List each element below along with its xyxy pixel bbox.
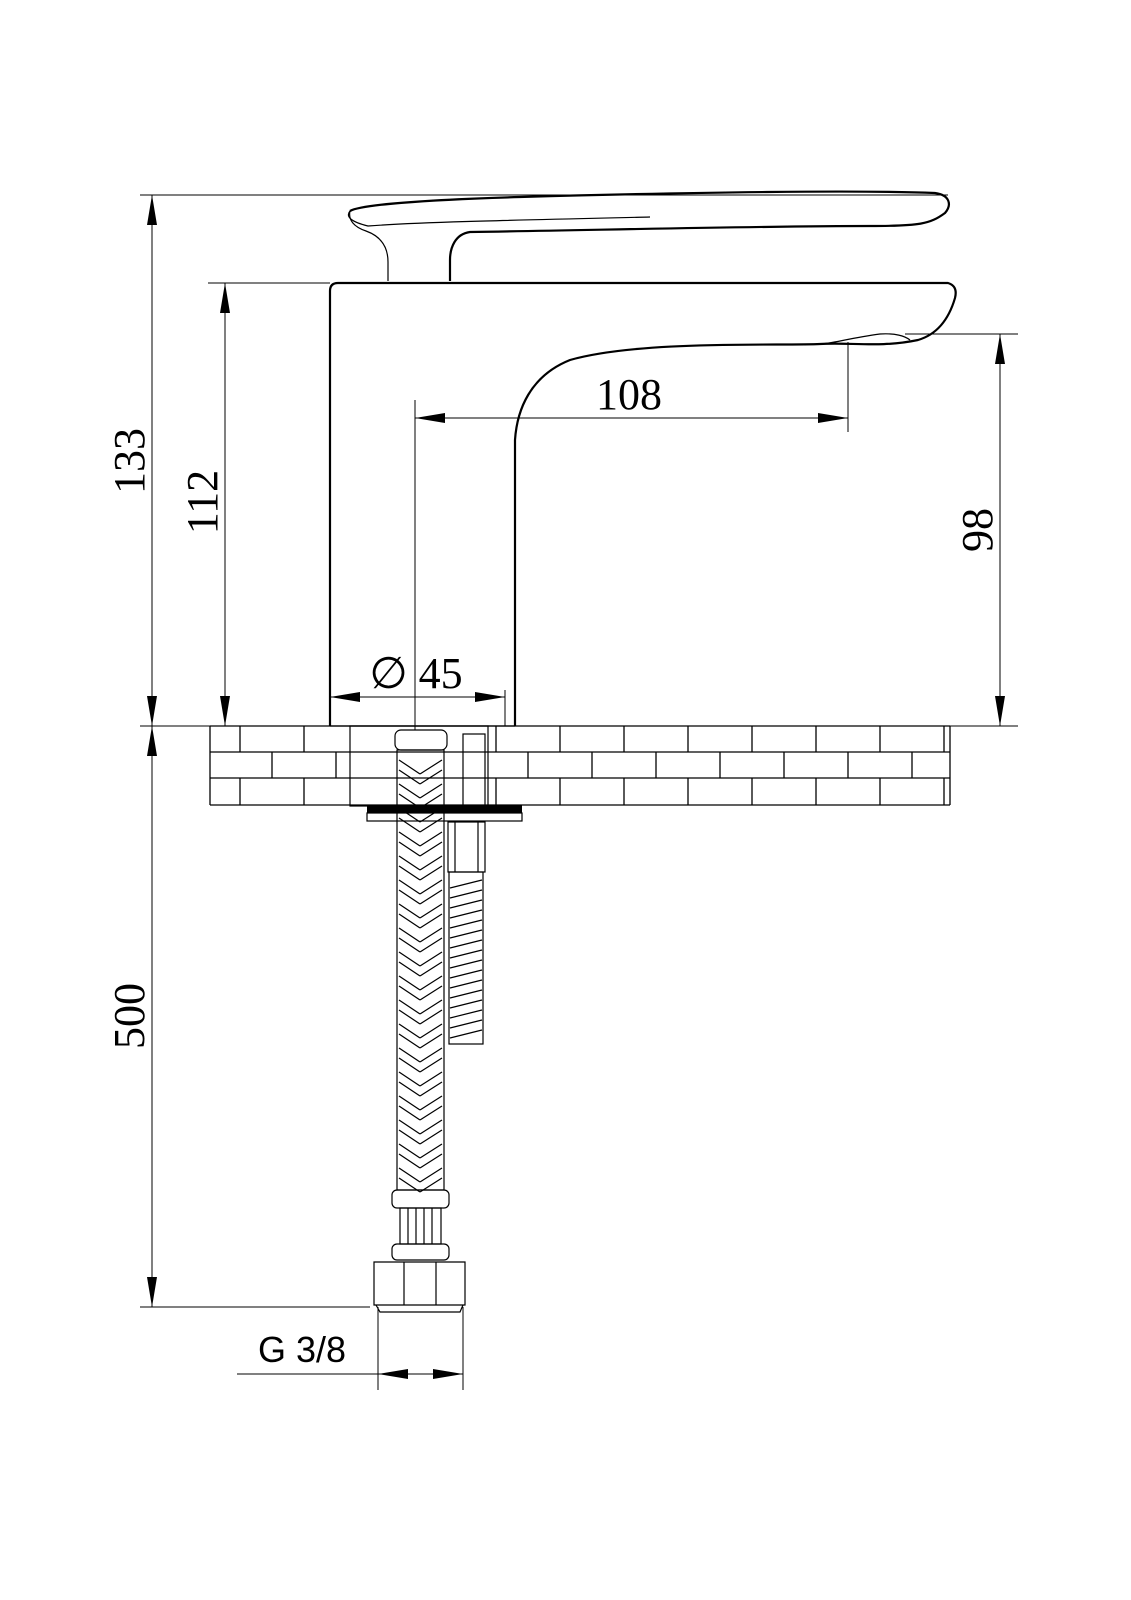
countertop	[209, 725, 951, 806]
dim-label-diameter-45: ∅ 45	[369, 649, 462, 698]
hex-nut	[373, 1261, 466, 1306]
dim-label-133: 133	[105, 428, 154, 494]
body-outline	[328, 281, 957, 726]
faucet-body	[328, 190, 957, 727]
dim-label-98: 98	[953, 508, 1002, 552]
lever-handle	[349, 190, 950, 281]
dim-label-108: 108	[596, 370, 662, 419]
mounting-assembly	[349, 725, 523, 1313]
dimension-lines	[140, 194, 1018, 1390]
dim-label-500: 500	[105, 983, 154, 1049]
dim-label-112: 112	[178, 470, 227, 534]
dim-label-g38: G 3/8	[258, 1329, 346, 1370]
